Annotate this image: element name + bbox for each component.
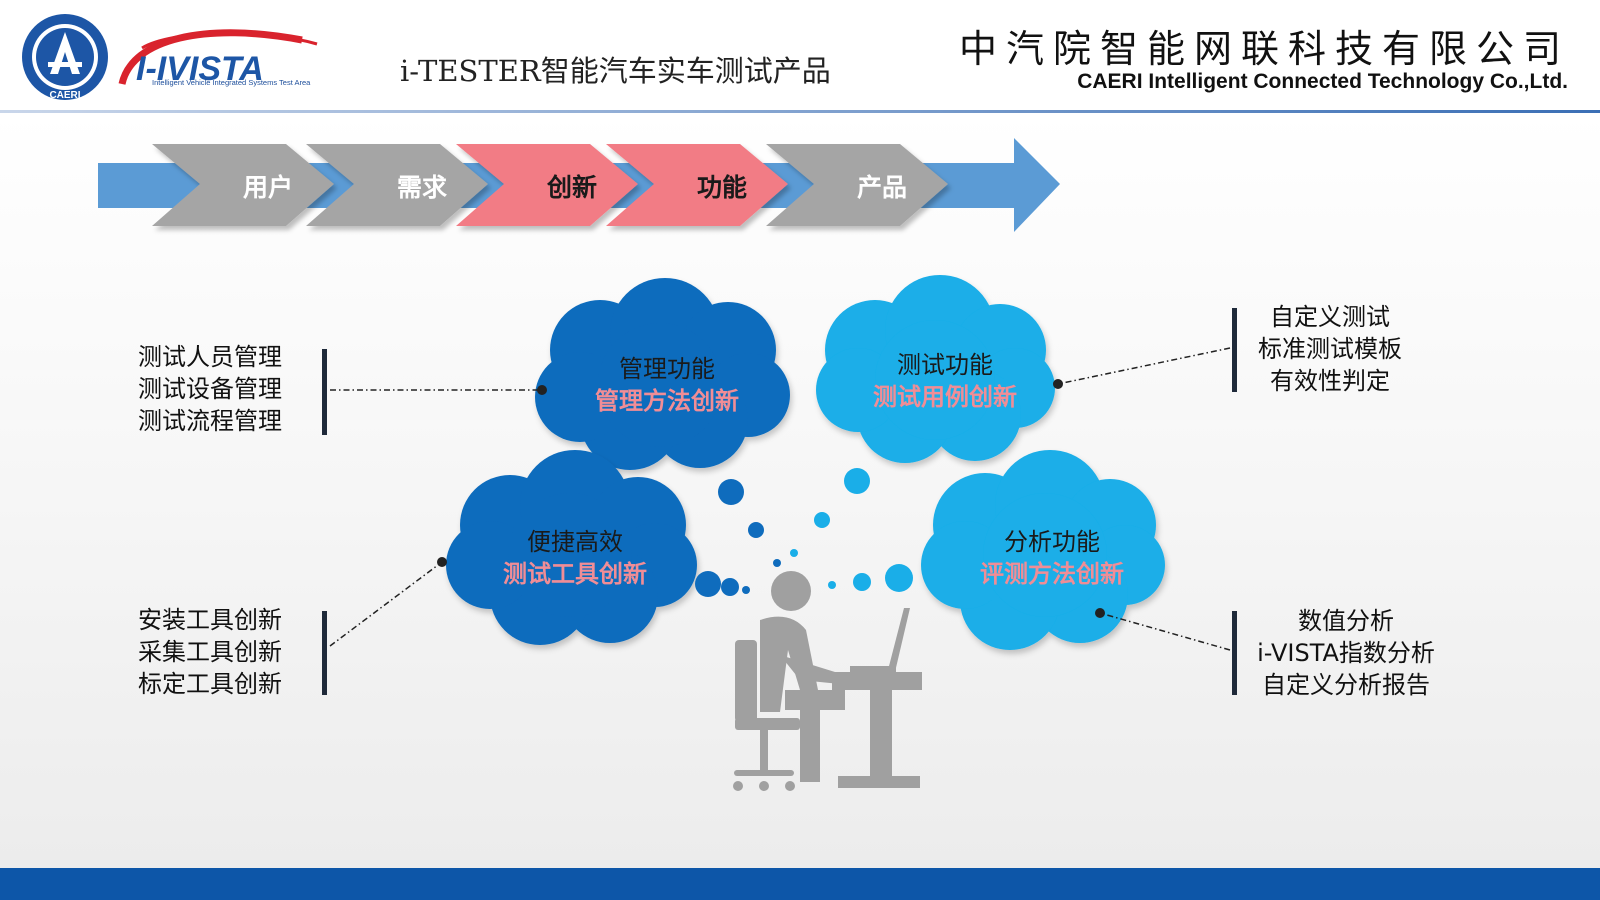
header: CAERI I-IVISTA Intelligent Vehicle Integ… [0,0,1600,112]
flow-chevron-4 [606,144,788,226]
cloud-management-text: 管理功能 管理方法创新 [537,353,797,417]
cloud-analysis-title: 分析功能 [1004,528,1100,556]
cloud-analysis [921,450,1165,650]
list-item: 采集工具创新 [138,638,282,666]
list-item: i-VISTA指数分析 [1257,639,1435,667]
flow-step-product: 产品 [856,173,907,202]
list-item: 有效性判定 [1270,367,1390,395]
cloud-convenient [446,450,697,645]
list-item: 标定工具创新 [138,670,282,698]
cloud-convenient-text: 便捷高效 测试工具创新 [445,526,705,590]
flow-chevron-1 [152,144,334,226]
brand-subtitle: Intelligent Vehicle Integrated Systems T… [152,78,311,87]
cloud-testing [816,275,1055,463]
cloud-analysis-subtitle: 评测方法创新 [980,560,1124,588]
list-testing-bar [1232,308,1237,392]
flow-chevron-3 [456,144,638,226]
list-item: 测试人员管理 [138,343,282,371]
cloud-testing-title: 测试功能 [897,351,993,379]
list-item: 标准测试模板 [1258,335,1402,363]
thought-bubbles-left [695,479,781,597]
ivista-logo: I-IVISTA [118,29,318,88]
person-at-desk-figure [733,571,922,791]
cloud-management-subtitle: 管理方法创新 [595,387,739,415]
cloud-analysis-text: 分析功能 评测方法创新 [922,526,1182,590]
header-divider [0,110,1600,113]
flow-step-function: 功能 [696,173,747,202]
cloud-convenient-subtitle: 测试工具创新 [503,560,647,588]
connectors [329,347,1231,651]
company-name-cn: 中汽院智能网联科技有限公司 [958,27,1570,71]
cloud-management [535,278,790,470]
list-item: 安装工具创新 [138,606,282,634]
list-analysis-bar [1232,611,1237,695]
list-management: 测试人员管理 测试设备管理 测试流程管理 [138,341,282,437]
cloud-testing-subtitle: 测试用例创新 [873,383,1017,411]
list-item: 测试设备管理 [138,375,282,403]
list-item: 数值分析 [1298,607,1394,635]
flow-chevron-2 [306,144,488,226]
flow-step-innovation: 创新 [546,173,597,202]
product-title: i-TESTER智能汽车实车测试产品 [400,54,831,88]
list-management-bar [322,349,327,435]
company-name-en: CAERI Intelligent Connected Technology C… [1077,70,1568,93]
list-item: 自定义分析报告 [1262,671,1430,699]
flow-chevron-5 [766,144,948,226]
seal-text: CAERI [49,90,80,101]
brand-text: I-IVISTA [136,50,264,88]
list-analysis: 数值分析 i-VISTA指数分析 自定义分析报告 [1248,605,1444,701]
thought-bubbles-right [790,468,913,592]
list-tools: 安装工具创新 采集工具创新 标定工具创新 [138,604,282,700]
cloud-testing-text: 测试功能 测试用例创新 [815,349,1075,413]
caeri-seal-logo: CAERI [22,14,108,101]
cloud-management-title: 管理功能 [619,355,715,383]
flow-step-user: 用户 [242,173,293,202]
cloud-convenient-title: 便捷高效 [527,528,623,556]
footer-bar [0,868,1600,900]
flow-step-demand: 需求 [396,173,447,202]
list-item: 自定义测试 [1270,303,1390,331]
connector-dots [437,379,1105,618]
list-item: 测试流程管理 [138,407,282,435]
list-tools-bar [322,611,327,695]
list-testing: 自定义测试 标准测试模板 有效性判定 [1248,301,1412,397]
